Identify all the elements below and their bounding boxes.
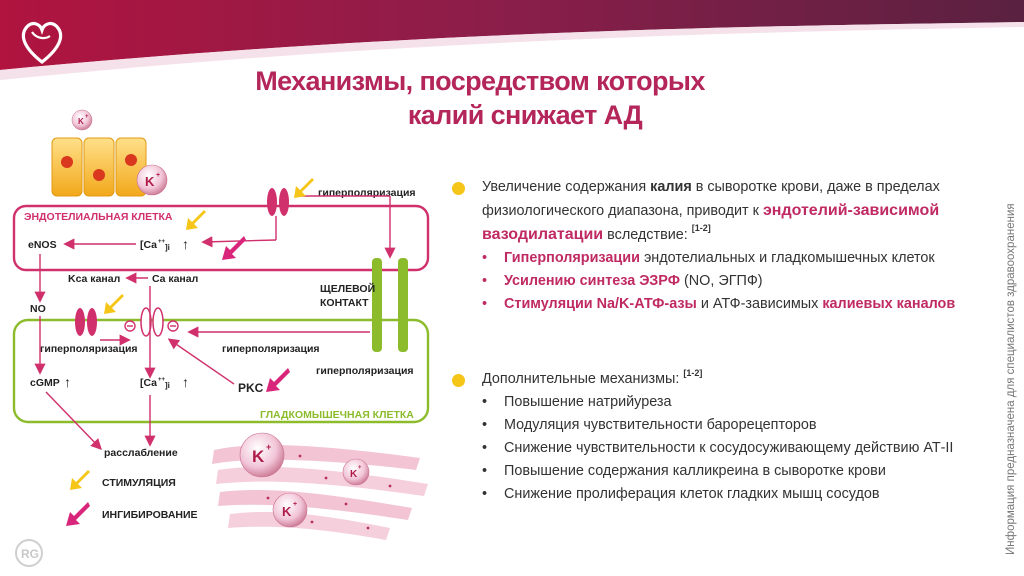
- list-item: Стимуляции Na/K-АТФ-азы и АТФ-зависимых …: [482, 293, 997, 316]
- hyperpolarization-mid: гиперполяризация: [222, 343, 320, 355]
- paragraph-additional-title: Дополнительные механизмы: [1-2]: [482, 368, 703, 387]
- inhibition-arrows: [66, 236, 290, 526]
- yellow-bullet-icon: [452, 182, 465, 195]
- paragraph-additional-list: Повышение натрийуреза Модуляция чувствит…: [482, 391, 997, 506]
- paragraph-additional: Дополнительные механизмы: [1-2] Повышени…: [452, 368, 997, 506]
- svg-text:+: +: [358, 465, 362, 471]
- svg-text:[Ca: [Ca: [140, 239, 157, 251]
- svg-text:RG: RG: [21, 547, 39, 561]
- svg-text:K: K: [350, 469, 358, 480]
- list-item: Снижение пролиферация клеток гладких мыш…: [482, 483, 997, 506]
- heart-logo-icon: [21, 21, 63, 65]
- hyperpolarization-top: гиперполяризация: [318, 187, 416, 199]
- rg-logo-icon: RG: [15, 539, 43, 567]
- page-title: Механизмы, посредством которых калий сни…: [200, 64, 760, 132]
- title-line-2: калий снижает АД: [407, 100, 643, 130]
- side-note: Информация предназначена для специалисто…: [1005, 203, 1017, 555]
- pkc-label: PKC: [238, 381, 264, 395]
- smooth-muscle-cell-outline: [12, 318, 430, 424]
- potassium-ion-fiber-2: K +: [342, 458, 370, 486]
- svg-text:+: +: [266, 442, 271, 452]
- pathway-arrows: [34, 195, 396, 451]
- list-item: Повышение натрийуреза: [482, 391, 997, 414]
- svg-text:++: ++: [158, 377, 166, 383]
- list-item: Гиперполяризации эндотелиальных и гладко…: [482, 247, 997, 270]
- svg-text:K: K: [282, 504, 292, 519]
- svg-text:++: ++: [158, 239, 166, 245]
- svg-text:]i: ]i: [165, 381, 170, 390]
- title-line-1: Механизмы, посредством которых: [255, 66, 705, 96]
- enos-label: eNOS: [28, 239, 57, 251]
- mechanism-diagram: K + K + ЭНДОТЕЛИАЛЬНАЯ КЛЕТКА ГЛАДКОМЫШЕ…: [12, 109, 430, 540]
- calcium-channel: [124, 307, 179, 337]
- svg-text:↑: ↑: [64, 374, 71, 390]
- svg-text:K: K: [145, 174, 155, 189]
- top-potassium-channel: [267, 188, 289, 216]
- ca-channel-label: Ca канал: [152, 273, 198, 285]
- potassium-ion-small: K +: [71, 109, 93, 131]
- stimulation-arrows: [70, 178, 314, 490]
- potassium-ion-big: K +: [136, 164, 168, 196]
- ca-smc-label: [Ca ++ ]i ↑: [140, 374, 189, 390]
- no-label: NO: [30, 303, 46, 315]
- kca-channel-label: Kса канал: [68, 273, 120, 285]
- gap-junction-bar-2: [398, 258, 408, 352]
- cgmp-label: cGMP ↑: [30, 374, 71, 390]
- endothelial-cell-label: ЭНДОТЕЛИАЛЬНАЯ КЛЕТКА: [24, 211, 173, 223]
- paragraph-main: Увеличение содержания калия в сыворотке …: [452, 176, 997, 316]
- legend-inhibition-label: ИНГИБИРОВАНИЕ: [102, 509, 198, 521]
- list-item: Снижение чувствительности к сосудосужива…: [482, 437, 997, 460]
- paragraph-main-list: Гиперполяризации эндотелиальных и гладко…: [482, 247, 997, 316]
- endothelial-cells-illustration: [51, 137, 147, 197]
- smooth-muscle-cell-label: ГЛАДКОМЫШЕЧНАЯ КЛЕТКА: [260, 409, 414, 421]
- endothelial-cell-outline: [12, 204, 430, 272]
- svg-text:K: K: [252, 447, 265, 466]
- potassium-ion-fiber-1: K +: [239, 432, 285, 478]
- relaxation-label: расслабление: [104, 447, 178, 459]
- svg-text:]i: ]i: [165, 243, 170, 252]
- potassium-ion-fiber-3: K +: [272, 492, 308, 528]
- gap-junction-label-2: КОНТАКТ: [320, 297, 369, 309]
- yellow-bullet-icon: [452, 374, 465, 387]
- smc-potassium-channel: [75, 308, 97, 336]
- text-panel: Увеличение содержания калия в сыворотке …: [452, 176, 997, 506]
- gap-junction-label-1: ЩЕЛЕВОЙ: [320, 282, 375, 295]
- svg-text:+: +: [293, 501, 297, 508]
- svg-text:+: +: [85, 114, 89, 120]
- svg-text:cGMP: cGMP: [30, 377, 60, 389]
- svg-text:+: +: [156, 172, 160, 179]
- svg-text:K: K: [78, 117, 84, 126]
- paragraph-main-text: Увеличение содержания калия в сыворотке …: [482, 179, 940, 243]
- hyperpolarization-right: гиперполяризация: [316, 365, 414, 377]
- legend-stimulation-label: СТИМУЛЯЦИЯ: [102, 477, 176, 489]
- gap-junction-bar-1: [372, 258, 382, 352]
- svg-text:[Ca: [Ca: [140, 377, 157, 389]
- list-item: Повышение содержания калликреина в сывор…: [482, 460, 997, 483]
- list-item: Усилению синтеза ЭЗРФ (NO, ЭГПФ): [482, 270, 997, 293]
- ca-endo-label: [Ca ++ ]i ↑: [140, 236, 189, 252]
- header-band: [0, 0, 1024, 80]
- svg-text:↑: ↑: [182, 236, 189, 252]
- list-item: Модуляция чувствительности барорецепторо…: [482, 414, 997, 437]
- svg-text:↑: ↑: [182, 374, 189, 390]
- hyperpolarization-left: гиперполяризация: [40, 343, 138, 355]
